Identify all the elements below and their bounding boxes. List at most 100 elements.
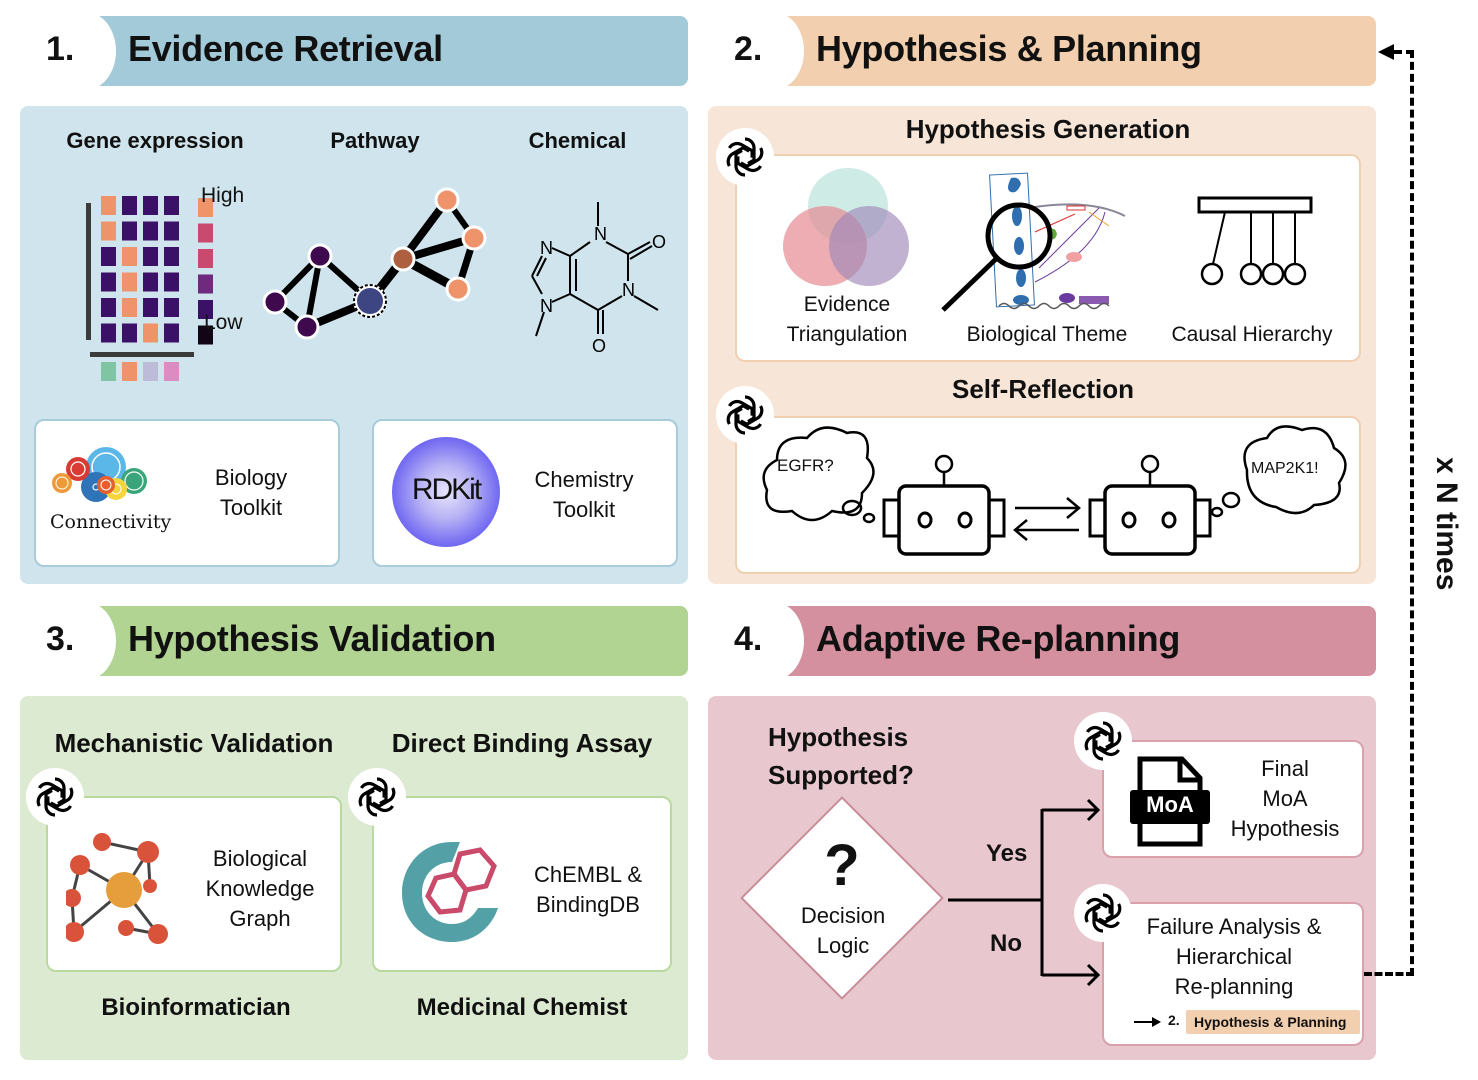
hypothesis-generation-title: Hypothesis Generation	[905, 114, 1191, 144]
self-reflection-card: EGFR? MAP2K1!	[735, 416, 1361, 574]
biology-toolkit-label: Biology Toolkit	[214, 465, 288, 520]
atom-n: N	[622, 280, 635, 300]
hypothesis-planning-panel: Hypothesis Generation Evidence Triangula…	[708, 106, 1376, 584]
direct-binding-assay-title: Direct Binding Assay	[391, 728, 653, 758]
mechanistic-validation-title: Mechanistic Validation	[54, 728, 334, 758]
chembl-logo-icon	[402, 842, 498, 942]
heatmap-cell	[122, 272, 137, 292]
legend-swatch	[198, 249, 213, 268]
openai-logo-icon	[26, 768, 84, 826]
no-branch-label: No	[990, 930, 1022, 957]
section-number: 1.	[46, 30, 75, 68]
legend-high-label: High	[201, 184, 245, 207]
heatmap-cell	[143, 298, 158, 317]
loop-connector-bottom	[1364, 972, 1414, 976]
loop-connector-top	[1394, 50, 1414, 54]
knowledge-graph-label: Biological Knowledge Graph	[205, 846, 315, 931]
section-number: 3.	[46, 620, 75, 658]
chemistry-toolkit-label: Chemistry Toolkit	[534, 467, 634, 522]
section-number: 2.	[734, 30, 763, 68]
chemical-structure-icon: N O N O N N	[531, 202, 666, 356]
heatmap-cell	[164, 298, 179, 317]
hypothesis-validation-panel: Mechanistic Validation Direct Binding As…	[20, 696, 688, 1060]
decision-logic-label: Decision Logic	[800, 903, 886, 958]
moa-badge-text: MoA	[1146, 792, 1194, 817]
hypothesis-generation-card: Evidence Triangulation Biological The	[735, 154, 1361, 362]
heatmap-cell	[122, 298, 137, 317]
openai-logo-icon	[716, 128, 774, 186]
legend-swatch	[198, 198, 213, 217]
openai-logo-icon	[1074, 712, 1132, 770]
section-header-hypothesis-planning: 2. Hypothesis & Planning	[708, 12, 1376, 90]
loop-arrowhead-icon	[1378, 44, 1394, 60]
medicinal-chemist-role-label: Medicinal Chemist	[416, 994, 628, 1021]
biological-theme-label: Biological Theme	[966, 323, 1128, 346]
heatmap-cell	[164, 196, 179, 215]
evidence-retrieval-panel: Gene expression Pathway Chemical High Lo…	[20, 106, 688, 584]
thought-bubble-left-text: EGFR?	[777, 456, 834, 475]
loop-connector-vertical	[1410, 50, 1414, 976]
heatmap-cell	[101, 323, 116, 343]
heatmap-cell	[122, 323, 137, 343]
atom-o: O	[592, 336, 606, 356]
heatmap-cell	[122, 221, 137, 241]
atom-o: O	[652, 232, 666, 252]
gene-expression-label: Gene expression	[66, 128, 244, 153]
back-reference-number: 2.	[1168, 1012, 1180, 1028]
rdkit-logo-text: RDKit	[411, 473, 482, 506]
gene-expression-heatmap	[86, 196, 213, 381]
heatmap-cell	[143, 323, 158, 343]
back-reference-link[interactable]: 2. Hypothesis & Planning	[1134, 1010, 1360, 1034]
moa-document-icon	[1130, 756, 1210, 847]
section-header-adaptive-replanning: 4. Adaptive Re-planning	[708, 602, 1376, 680]
chemical-label: Chemical	[528, 128, 627, 153]
pathway-network-icon	[262, 187, 487, 340]
section-title: Evidence Retrieval	[128, 28, 443, 69]
heatmap-cell	[101, 298, 116, 317]
rdkit-logo	[392, 437, 500, 547]
atom-n: N	[540, 238, 553, 258]
back-reference-title: Hypothesis & Planning	[1186, 1010, 1360, 1034]
heatmap-cell	[143, 196, 158, 215]
final-moa-label: Final MoA Hypothesis	[1230, 756, 1340, 841]
legend-swatch	[198, 300, 213, 319]
pathway-label: Pathway	[330, 128, 420, 153]
hypothesis-supported-question: Hypothesis Supported?	[768, 722, 914, 790]
decision-branch-arrows	[948, 798, 1101, 986]
failure-analysis-label: Failure Analysis & Hierarchical Re-plann…	[1146, 914, 1322, 999]
legend-swatch	[198, 274, 213, 294]
heatmap-cell	[101, 247, 116, 266]
heatmap-cell	[122, 247, 137, 266]
section-header-evidence-retrieval: 1. Evidence Retrieval	[20, 12, 688, 90]
heatmap-cell	[143, 221, 158, 241]
heatmap-cell	[143, 247, 158, 266]
biological-theme-icon	[941, 172, 1126, 312]
section-number: 4.	[734, 620, 763, 658]
heatmap-cell	[101, 221, 116, 241]
yes-branch-label: Yes	[986, 840, 1028, 867]
causal-hierarchy-icon	[1197, 196, 1313, 286]
biology-toolkit-card: Connectivity Biology Toolkit	[34, 419, 340, 567]
evidence-triangulation-icon	[783, 168, 909, 286]
loop-count-label: x N times	[1430, 457, 1463, 591]
self-reflection-title: Self-Reflection	[951, 374, 1135, 404]
arrow-right-icon	[1134, 1017, 1161, 1027]
legend-low-label: Low	[204, 311, 243, 334]
self-reflection-illustration	[762, 425, 1347, 556]
evidence-triangulation-label: Evidence Triangulation	[786, 293, 908, 346]
adaptive-replanning-panel: Hypothesis Supported? ? Decision Logic Y…	[708, 696, 1376, 1060]
openai-logo-icon	[716, 386, 774, 444]
openai-logo-icon	[1074, 884, 1132, 942]
section-title: Adaptive Re-planning	[816, 618, 1181, 659]
final-moa-card: MoA Final MoA Hypothesis	[1102, 740, 1364, 858]
question-mark-icon: ?	[824, 833, 860, 898]
causal-hierarchy-label: Causal Hierarchy	[1171, 323, 1333, 346]
heatmap-cell	[164, 247, 179, 266]
heatmap-cell	[164, 323, 179, 343]
heatmap-cell	[101, 272, 116, 292]
connectivity-map-logo	[52, 447, 147, 502]
atom-n: N	[540, 296, 553, 316]
thought-bubble-right-text: MAP2K1!	[1251, 460, 1319, 477]
binding-database-card: ChEMBL & BindingDB	[372, 796, 672, 972]
binding-database-label: ChEMBL & BindingDB	[533, 862, 642, 917]
